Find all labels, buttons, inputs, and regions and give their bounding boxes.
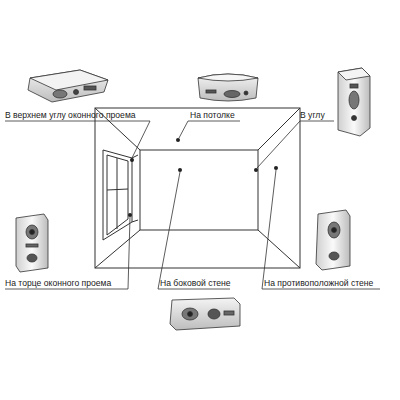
sensor-icon bbox=[16, 214, 48, 272]
sensor-icon bbox=[198, 74, 258, 101]
placement-label: На противоположной стене bbox=[264, 278, 373, 288]
placement-label: На торце оконного проема bbox=[5, 278, 111, 288]
sensor-icon bbox=[316, 210, 350, 270]
sensor-icon bbox=[338, 68, 370, 136]
sensor-icon bbox=[28, 70, 108, 102]
placement-label: В верхнем углу оконного проема bbox=[5, 110, 136, 120]
placement-label: На боковой стене bbox=[160, 278, 231, 288]
placement-label: На потолке bbox=[190, 110, 235, 120]
sensor-icon bbox=[170, 298, 240, 330]
placement-label: В углу bbox=[300, 110, 325, 120]
